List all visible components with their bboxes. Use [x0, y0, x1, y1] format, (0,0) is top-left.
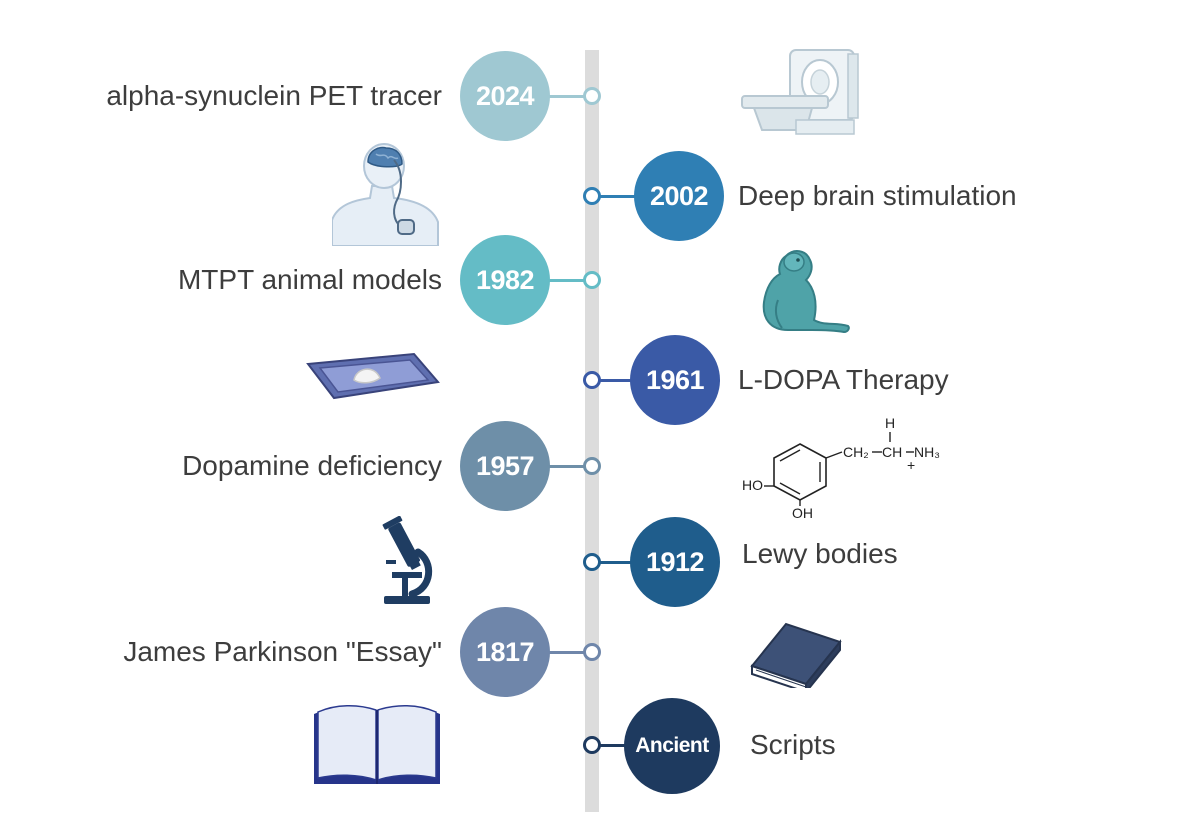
connector-line	[548, 278, 588, 282]
molecule-oh: OH	[792, 505, 813, 520]
timeline-axis	[585, 50, 599, 812]
connector-line	[592, 378, 636, 382]
connector-line	[592, 560, 636, 564]
year-badge: 1957	[460, 421, 550, 511]
molecule-ho: HO	[742, 477, 763, 493]
molecule-h: H	[885, 415, 895, 431]
event-label: Dopamine deficiency	[182, 450, 442, 481]
timeline-node	[583, 87, 601, 105]
year-badge: 1982	[460, 235, 550, 325]
connector-line	[548, 464, 588, 468]
dopamine-molecule-icon: CH₂ CH H NH₃ + HO OH	[742, 414, 948, 520]
year-badge: 1817	[460, 607, 550, 697]
timeline-node	[583, 271, 601, 289]
event-label: Scripts	[750, 729, 836, 760]
connector-line	[548, 650, 588, 654]
monkey-icon	[748, 240, 852, 334]
year-badge: 2024	[460, 51, 550, 141]
year-badge: 1912	[630, 517, 720, 607]
year-badge: 2002	[634, 151, 724, 241]
year-badge: Ancient	[624, 698, 720, 794]
brain-stimulation-figure-icon	[332, 142, 440, 246]
connector-line	[592, 194, 636, 198]
event-label: James Parkinson "Essay"	[123, 636, 442, 667]
microscope-icon	[380, 516, 438, 606]
closed-book-icon	[748, 618, 844, 688]
event-label: alpha-synuclein PET tracer	[106, 80, 442, 111]
powder-tray-icon	[304, 352, 440, 402]
year-badge: 1961	[630, 335, 720, 425]
event-label: L-DOPA Therapy	[738, 364, 949, 395]
timeline-node	[583, 553, 601, 571]
event-label: Lewy bodies	[742, 538, 898, 569]
timeline-node	[583, 187, 601, 205]
event-label: Deep brain stimulation	[738, 180, 1017, 211]
open-book-icon	[312, 704, 442, 786]
timeline-node	[583, 457, 601, 475]
molecule-ch: CH	[882, 444, 902, 460]
event-label: MTPT animal models	[177, 264, 442, 295]
molecule-ch2: CH₂	[843, 444, 869, 460]
timeline-node	[583, 736, 601, 754]
connector-line	[592, 743, 628, 747]
connector-line	[548, 94, 588, 98]
timeline-node	[583, 371, 601, 389]
molecule-nh3: NH₃	[914, 444, 940, 460]
molecule-plus: +	[907, 457, 915, 473]
pet-scanner-icon	[740, 46, 860, 138]
timeline-node	[583, 643, 601, 661]
